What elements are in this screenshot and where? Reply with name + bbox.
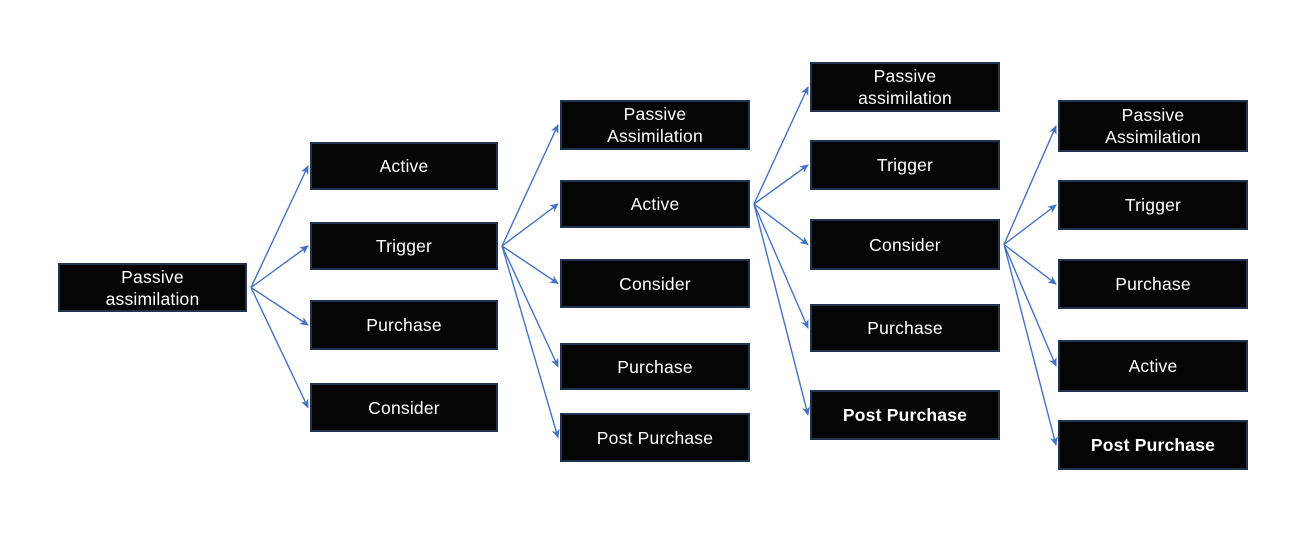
- connector-c1-passive-to-c2-trigger: [250, 245, 309, 289]
- node-c1-passive: Passive assimilation: [58, 263, 247, 312]
- connector-c3-active-to-c4-passive: [753, 86, 809, 205]
- node-c4-trigger: Trigger: [810, 140, 1000, 190]
- node-c4-consider: Consider: [810, 219, 1000, 270]
- connector-c4-consider-to-c5-passive: [1003, 125, 1057, 245]
- connector-c4-consider-to-c5-purchase: [1003, 243, 1057, 285]
- node-c4-purchase: Purchase: [810, 304, 1000, 352]
- connector-c2-trigger-to-c3-consider: [501, 245, 559, 285]
- connector-c1-passive-to-c2-consider: [250, 287, 309, 409]
- node-c5-passive: Passive Assimilation: [1058, 100, 1248, 152]
- node-c5-trigger: Trigger: [1058, 180, 1248, 230]
- node-c5-active: Active: [1058, 340, 1248, 392]
- connector-c3-active-to-c4-purchase: [753, 203, 809, 329]
- connector-c2-trigger-to-c3-active: [501, 203, 559, 247]
- connector-c4-consider-to-c5-active: [1003, 244, 1057, 367]
- node-c3-purchase: Purchase: [560, 343, 750, 390]
- connector-c4-consider-to-c5-trigger: [1003, 204, 1057, 246]
- connector-c3-active-to-c4-postpurchase: [753, 203, 810, 416]
- node-c3-active: Active: [560, 180, 750, 228]
- connector-c3-active-to-c4-consider: [753, 203, 809, 246]
- node-c2-active: Active: [310, 142, 498, 190]
- connector-c2-trigger-to-c3-passive: [501, 124, 559, 247]
- connector-c2-trigger-to-c3-postpurchase: [501, 245, 560, 439]
- node-c4-postpurchase: Post Purchase: [810, 390, 1000, 440]
- node-c2-trigger: Trigger: [310, 222, 498, 270]
- node-c3-consider: Consider: [560, 259, 750, 308]
- node-c3-postpurchase: Post Purchase: [560, 413, 750, 462]
- connector-c4-consider-to-c5-postpurchase: [1003, 244, 1058, 446]
- node-c2-purchase: Purchase: [310, 300, 498, 350]
- connector-c2-trigger-to-c3-purchase: [501, 245, 559, 368]
- node-c2-consider: Consider: [310, 383, 498, 432]
- connector-c3-active-to-c4-trigger: [753, 164, 809, 205]
- connector-c1-passive-to-c2-purchase: [250, 286, 309, 326]
- node-c3-passive: Passive Assimilation: [560, 100, 750, 150]
- node-c5-purchase: Purchase: [1058, 259, 1248, 309]
- node-c4-passive: Passive assimilation: [810, 62, 1000, 112]
- node-c5-postpurchase: Post Purchase: [1058, 420, 1248, 470]
- connector-c1-passive-to-c2-active: [250, 165, 309, 288]
